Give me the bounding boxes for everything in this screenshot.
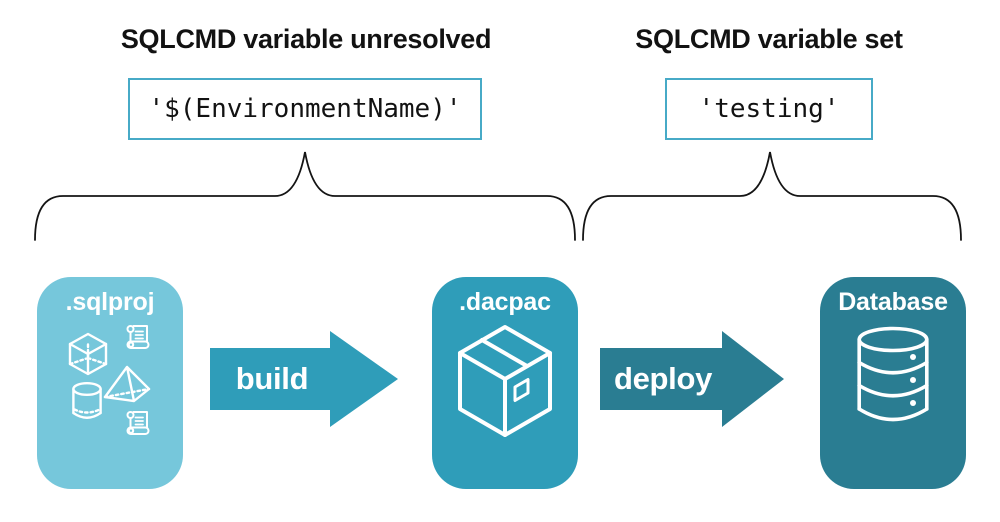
sqlproj-stage: .sqlproj bbox=[37, 277, 183, 489]
deploy-arrow-label: deploy bbox=[613, 361, 713, 396]
database-icon bbox=[857, 326, 929, 422]
dacpac-label: .dacpac bbox=[459, 288, 551, 316]
script-icon bbox=[126, 325, 150, 349]
deploy-arrow bbox=[600, 331, 784, 427]
set-heading: SQLCMD variable set bbox=[635, 24, 903, 54]
set-variable-code: 'testing' bbox=[698, 94, 840, 124]
left-brace bbox=[34, 151, 576, 241]
unresolved-variable-box: '$(EnvironmentName)' bbox=[128, 78, 482, 140]
set-variable-box: 'testing' bbox=[665, 78, 873, 140]
right-brace bbox=[582, 151, 962, 241]
script-icon bbox=[126, 411, 150, 435]
package-icon bbox=[458, 325, 552, 437]
cylinder-icon bbox=[72, 381, 102, 419]
sql-objects-icon bbox=[68, 325, 151, 435]
dacpac-stage: .dacpac bbox=[432, 277, 578, 489]
database-stage: Database bbox=[820, 277, 966, 489]
cube-icon bbox=[68, 332, 108, 376]
unresolved-heading: SQLCMD variable unresolved bbox=[120, 24, 492, 54]
sqlproj-label: .sqlproj bbox=[65, 288, 155, 316]
build-arrow bbox=[210, 331, 398, 427]
build-arrow-label: build bbox=[235, 361, 309, 396]
unresolved-variable-code: '$(EnvironmentName)' bbox=[148, 94, 462, 124]
database-label: Database bbox=[838, 288, 948, 316]
pyramid-icon bbox=[103, 365, 151, 403]
